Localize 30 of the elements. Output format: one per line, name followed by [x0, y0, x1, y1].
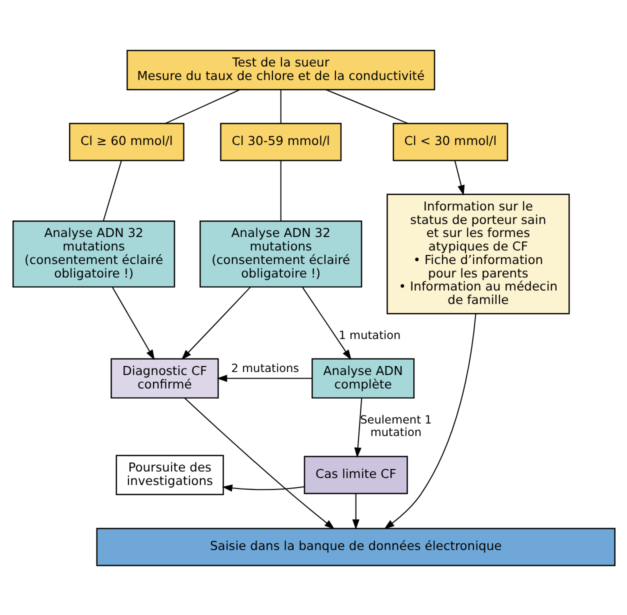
- arrow: [184, 397, 334, 529]
- node-box: Saisie dans la banque de données électronique: [96, 527, 615, 566]
- node-box: Test de la sueur Mesure du taux de chlore et de la conductivité: [126, 49, 435, 90]
- node-box: Cl < 30 mmol/l: [392, 122, 508, 161]
- arrow: [454, 160, 464, 195]
- connector: [325, 88, 408, 124]
- node-box: Cas limite CF: [303, 455, 408, 494]
- arrow: [216, 374, 312, 382]
- connector: [164, 88, 240, 124]
- node-box: Information sur le status de porteur sain et sur les formes atypiques de CF • Fiche d’information pour les parents • Information au médecin de famille: [386, 193, 570, 314]
- node-box: Cl ≥ 60 mmol/l: [68, 122, 184, 161]
- node-box: Analyse ADN 32 mutations (consentement éclairé obligatoire !): [12, 220, 175, 288]
- arrow: [354, 398, 362, 458]
- arrow: [222, 484, 304, 492]
- arrow: [384, 313, 476, 529]
- arrow: [180, 286, 250, 360]
- node-box: Analyse ADN 32 mutations (consentement éclairé obligatoire !): [199, 220, 362, 288]
- arrow: [111, 286, 154, 360]
- edge-label: 1 mutation: [338, 328, 400, 342]
- edge-label: 2 mutations: [230, 362, 299, 375]
- arrow: [352, 493, 359, 530]
- node-box: Diagnostic CF confirmé: [110, 358, 218, 398]
- edge-label: Seulement 1 mutation: [360, 412, 432, 438]
- connector: [280, 160, 281, 220]
- node-box: Poursuite des investigations: [115, 454, 224, 495]
- node-box: Analyse ADN complète: [311, 358, 414, 398]
- arrow: [302, 286, 351, 360]
- connector: [280, 89, 281, 123]
- connector: [102, 160, 122, 220]
- node-box: Cl 30-59 mmol/l: [220, 122, 342, 161]
